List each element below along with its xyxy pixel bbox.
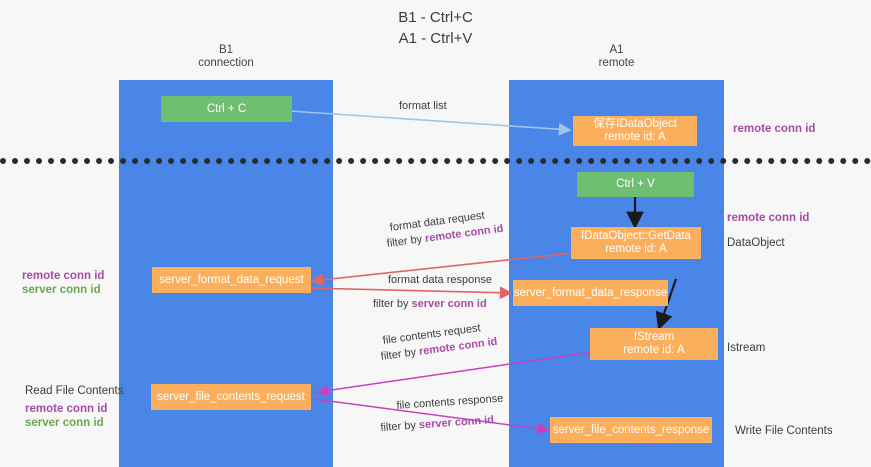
box-ctrl-v[interactable]: Ctrl + V (577, 172, 694, 197)
box-save-idataobject-line2: remote id: A (604, 131, 666, 143)
box-getdata-line2: remote id: A (605, 243, 667, 255)
box-server-file-contents-request-label: server_file_contents_request (157, 390, 305, 403)
arrow-label-format-data-response: format data response (388, 274, 492, 286)
box-istream[interactable]: IStream remote id: A (590, 328, 718, 360)
side-label-left-remote-conn-id-mid: remote conn id (22, 270, 105, 282)
box-ctrl-c-label: Ctrl + C (206, 102, 247, 115)
side-label-left-remote-conn-id-bottom: remote conn id (25, 403, 108, 415)
lane-header-b1: B1 connection (119, 44, 333, 70)
lane-b1-subtitle: connection (198, 57, 254, 69)
arrow-label-format-list: format list (399, 100, 447, 112)
filter-prefix-fcres: filter by (380, 419, 420, 434)
divider-dashed-line (0, 158, 871, 164)
filter-prefix-fdreq: filter by (386, 232, 426, 250)
filter-key-fcres: server conn id (418, 414, 495, 432)
box-server-file-contents-response-label: server_file_contents_response (552, 423, 710, 436)
lane-a1-subtitle: remote (598, 57, 635, 69)
box-save-idataobject[interactable]: 保存IDataObject remote id: A (573, 116, 697, 146)
side-label-left-server-conn-id-bottom: server conn id (25, 417, 104, 429)
side-label-remote-conn-id-mid: remote conn id (727, 212, 810, 224)
arrow-file-contents-response (313, 398, 550, 435)
arrow-format-data-response (306, 286, 513, 300)
box-server-format-data-request-label: server_format_data_request (159, 273, 304, 286)
box-getdata-line1: IDataObject::GetData (581, 230, 691, 242)
lane-a1-name: A1 (609, 44, 624, 56)
page-title: B1 - Ctrl+C A1 - Ctrl+V (0, 7, 871, 49)
side-label-left-server-conn-id-mid: server conn id (22, 284, 101, 296)
box-server-file-contents-response[interactable]: server_file_contents_response (550, 417, 712, 443)
side-label-dataobject: DataObject (727, 237, 785, 249)
lane-header-a1: A1 remote (509, 44, 724, 70)
arrow-file-contents-request (316, 351, 593, 397)
arrow-format-data-request (310, 252, 574, 287)
box-server-format-data-response-label: server_format_data_response (513, 286, 668, 299)
arrow-label-format-data-response-filter: filter by server conn id (373, 297, 487, 312)
filter-key-fdres: server conn id (411, 298, 487, 310)
filter-prefix-fcreq: filter by (380, 345, 420, 363)
box-ctrl-v-label: Ctrl + V (616, 178, 655, 190)
box-server-format-data-response[interactable]: server_format_data_response (513, 280, 668, 306)
side-label-write-file-contents: Write File Contents (735, 425, 833, 437)
box-istream-line2: remote id: A (623, 344, 685, 356)
box-istream-line1: IStream (633, 331, 675, 343)
filter-prefix-fdres: filter by (373, 298, 412, 310)
box-ctrl-c[interactable]: Ctrl + C (161, 96, 292, 122)
side-label-remote-conn-id-top: remote conn id (733, 123, 816, 135)
box-server-format-data-request[interactable]: server_format_data_request (152, 267, 311, 293)
box-idataobject-getdata[interactable]: IDataObject::GetData remote id: A (571, 227, 701, 259)
title-line-1: B1 - Ctrl+C (398, 9, 473, 26)
box-server-file-contents-request[interactable]: server_file_contents_request (151, 384, 311, 410)
side-label-istream: Istream (727, 342, 766, 354)
side-label-read-file-contents: Read File Contents (25, 385, 124, 397)
arrow-format-list (274, 109, 572, 136)
title-line-2: A1 - Ctrl+V (398, 30, 473, 47)
lane-b1-name: B1 (218, 44, 234, 56)
box-save-idataobject-line1: 保存IDataObject (593, 118, 677, 130)
